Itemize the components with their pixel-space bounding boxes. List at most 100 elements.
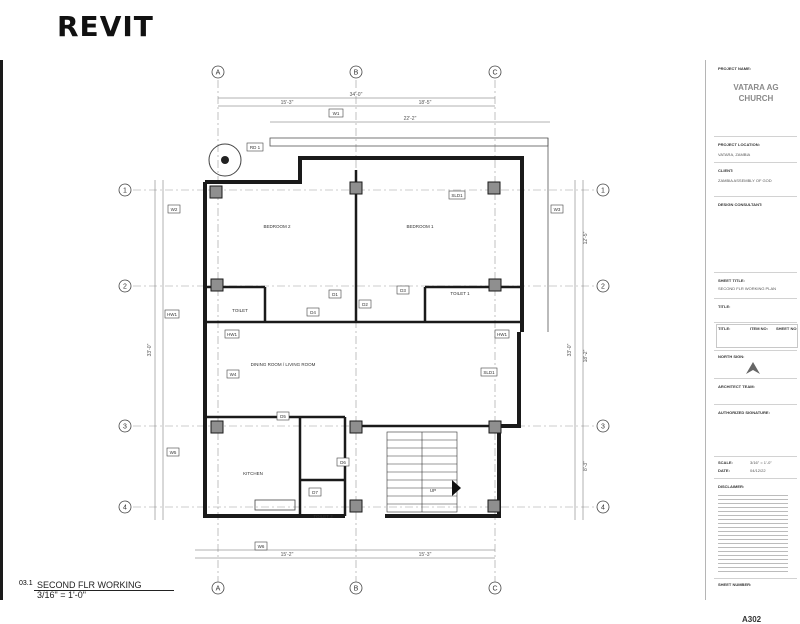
tb-divider (714, 298, 797, 299)
room-label-toilet-2: TOILET (232, 308, 248, 313)
tag-w4[interactable]: W4 (226, 369, 240, 379)
grid-bubble-c-bottom (488, 581, 502, 595)
svg-text:W5: W5 (170, 450, 177, 455)
dim-bottom-ab: 15'-2" (281, 552, 294, 558)
sheet-edge (0, 60, 3, 600)
tag-d6[interactable]: D6 (336, 457, 350, 467)
round-column-core (221, 156, 229, 164)
grid-bubble-1-right (596, 183, 610, 197)
room-label-toilet-3: TOILET 3 (313, 514, 333, 519)
grid-bubble-2-left (118, 279, 132, 293)
tb-scale-value: 3/16" = 1'-0" (750, 460, 772, 465)
tag-w3[interactable]: W3 (550, 204, 564, 214)
tb-divider (714, 196, 797, 197)
grid-label-c-bottom: C (492, 586, 497, 593)
grid-bubble-3-left (118, 419, 132, 433)
tag-sld2[interactable]: SLD1 (480, 367, 498, 377)
grid-bubble-2-right (596, 279, 610, 293)
dim-top-sub: 22'-2" (404, 116, 417, 122)
dim-bottom-bc: 15'-3" (419, 552, 432, 558)
tag-w6[interactable]: W6 (254, 541, 268, 551)
tb-divider (714, 322, 797, 323)
grid-label-b-top: B (354, 70, 359, 77)
grid-bubble-a-top (211, 65, 225, 79)
tb-project-name: VATARA AG CHURCH (733, 83, 779, 103)
tag-hw2[interactable]: HW1 (224, 329, 240, 339)
tb-divider (714, 272, 797, 273)
dimension-lines (154, 97, 584, 559)
grid-label-2-right: 2 (601, 284, 605, 291)
dim-right-23: 18'-2" (583, 349, 589, 362)
tb-divider (714, 136, 797, 137)
view-title-rule (34, 590, 174, 591)
column-a1 (209, 185, 223, 199)
tb-divider (714, 378, 797, 379)
tag-w5[interactable]: W5 (166, 447, 180, 457)
grid-bubble-b-top (349, 65, 363, 79)
svg-text:SLD1: SLD1 (451, 193, 463, 198)
tb-divider (714, 350, 797, 351)
parapet-outline (269, 137, 549, 147)
tb-sheet-number-label: SHEET NUMBER: (718, 582, 752, 587)
svg-text:SLD1: SLD1 (483, 370, 495, 375)
tb-project-name-label: PROJECT NAME: (718, 66, 752, 71)
floor-plan-drawing[interactable]: A B C A B C 1 2 3 4 1 2 3 4 34'-0" 15'-3… (15, 60, 705, 600)
grid-bubble-b-bottom (349, 581, 363, 595)
tag-hw1[interactable]: HW1 (164, 309, 180, 319)
room-label-bedroom-1: BEDROOM 1 (406, 224, 434, 229)
tag-d3[interactable]: D3 (396, 285, 410, 295)
grid-label-2-left: 2 (123, 284, 127, 291)
svg-text:D5: D5 (280, 414, 286, 419)
svg-text:W3: W3 (554, 207, 561, 212)
grid-label-1-right: 1 (601, 188, 605, 195)
svg-text:D2: D2 (362, 302, 368, 307)
tb-sheet-number: A302 (742, 615, 762, 624)
tag-w2[interactable]: W2 (167, 204, 181, 214)
tb-architect-label: ARCHITECT TEAM: (718, 384, 755, 389)
tag-w1[interactable]: W1 (328, 108, 344, 118)
grid-lines (133, 80, 597, 582)
dim-top-overall: 34'-0" (350, 92, 363, 98)
tag-sld1[interactable]: SLD1 (448, 190, 466, 200)
tag-d5[interactable]: D5 (276, 411, 290, 421)
grid-label-4-right: 4 (601, 505, 605, 512)
dim-right-12: 12'-5" (583, 231, 589, 244)
grid-label-a-top: A (216, 70, 221, 77)
grid-bubble-4-left (118, 500, 132, 514)
dim-top-bc: 18'-5" (419, 100, 432, 106)
grid-bubble-4-right (596, 500, 610, 514)
svg-text:HW1: HW1 (497, 332, 507, 337)
tag-hw3[interactable]: HW1 (494, 329, 510, 339)
tb-project-location: VATARA, ZAMBIA (718, 152, 751, 157)
tb-scale-label: SCALE: (718, 460, 733, 465)
svg-text:HW1: HW1 (227, 332, 237, 337)
brand-title: REVIT (57, 10, 154, 43)
grid-label-1-left: 1 (123, 188, 127, 195)
dim-right-34: 8'-3" (583, 461, 589, 471)
column-c4 (487, 499, 501, 513)
tag-d1[interactable]: D1 (328, 289, 342, 299)
tb-title-label: TITLE: (718, 304, 731, 309)
tb-divider (714, 578, 797, 579)
tag-d2[interactable]: D2 (358, 299, 372, 309)
tb-disclaimer-text-block (718, 492, 788, 572)
column-a2 (210, 278, 224, 292)
tag-d4[interactable]: D4 (306, 307, 320, 317)
tag-d7[interactable]: D7 (308, 487, 322, 497)
grid-bubble-a-bottom (211, 581, 225, 595)
tb-divider (714, 162, 797, 163)
stair[interactable] (386, 431, 458, 513)
room-label-kitchen: KITCHEN (243, 471, 263, 476)
tb-project-location-label: PROJECT LOCATION: (718, 142, 760, 147)
grid-label-3-left: 3 (123, 424, 127, 431)
svg-text:RD 1: RD 1 (250, 145, 261, 150)
svg-text:W6: W6 (258, 544, 265, 549)
tag-rd1[interactable]: RD 1 (246, 142, 264, 152)
view-scale: 3/16" = 1'-0" (37, 590, 86, 600)
tb-divider (714, 478, 797, 479)
grid-label-3-right: 3 (601, 424, 605, 431)
svg-text:HW1: HW1 (167, 312, 177, 317)
dim-right-overall: 33'-0" (567, 343, 573, 356)
grid-bubble-c-top (488, 65, 502, 79)
grid-bubble-3-right (596, 419, 610, 433)
